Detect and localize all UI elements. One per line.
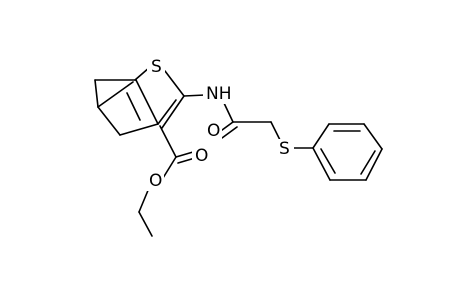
bond-c1-c5 — [97, 106, 121, 136]
bond-c6-c8 — [159, 125, 177, 158]
bond-ph3 — [363, 123, 383, 150]
bond-c5-c6 — [119, 123, 159, 136]
atom-s1-label: S — [151, 57, 162, 77]
bond-c9-c10 — [138, 211, 153, 237]
atom-o2: O — [192, 146, 210, 166]
atom-n1-label: NH — [206, 84, 232, 104]
atom-s2: S — [276, 139, 294, 159]
bond-c8-o2-double-a — [175, 151, 194, 158]
bond-ph4-double — [360, 150, 376, 175]
bond-ph4 — [365, 148, 383, 181]
bond-n1-c11 — [223, 102, 234, 123]
bond-c2-c6-double — [126, 92, 141, 121]
bond-ph6 — [312, 147, 331, 181]
bond-c11-o1-double-b — [221, 126, 238, 139]
bond-c2-c6 — [135, 79, 159, 125]
atom-s1: S — [147, 57, 165, 77]
bond-c7-c6 — [161, 95, 185, 129]
bond-s1-c7 — [164, 70, 185, 97]
bond-c1-c3 — [94, 79, 99, 108]
bond-o3-c9 — [138, 187, 150, 213]
atom-n1: NH — [203, 84, 241, 104]
bond-ph1 — [312, 123, 330, 149]
bond-c1-c2 — [97, 81, 134, 108]
bond-c7-c6-double — [157, 99, 177, 125]
bond-ph6-double — [320, 148, 336, 174]
atom-s2-label: S — [279, 139, 290, 159]
atom-o2-label: O — [195, 146, 208, 166]
atom-o1: O — [204, 121, 222, 141]
atom-o3-label: O — [149, 171, 162, 191]
atom-o1-label: O — [207, 121, 220, 141]
bond-c7-n1 — [183, 94, 206, 97]
atom-o3: O — [146, 171, 164, 191]
atoms: S NH O S O O — [146, 57, 294, 191]
bond-c8-o3 — [162, 156, 177, 179]
